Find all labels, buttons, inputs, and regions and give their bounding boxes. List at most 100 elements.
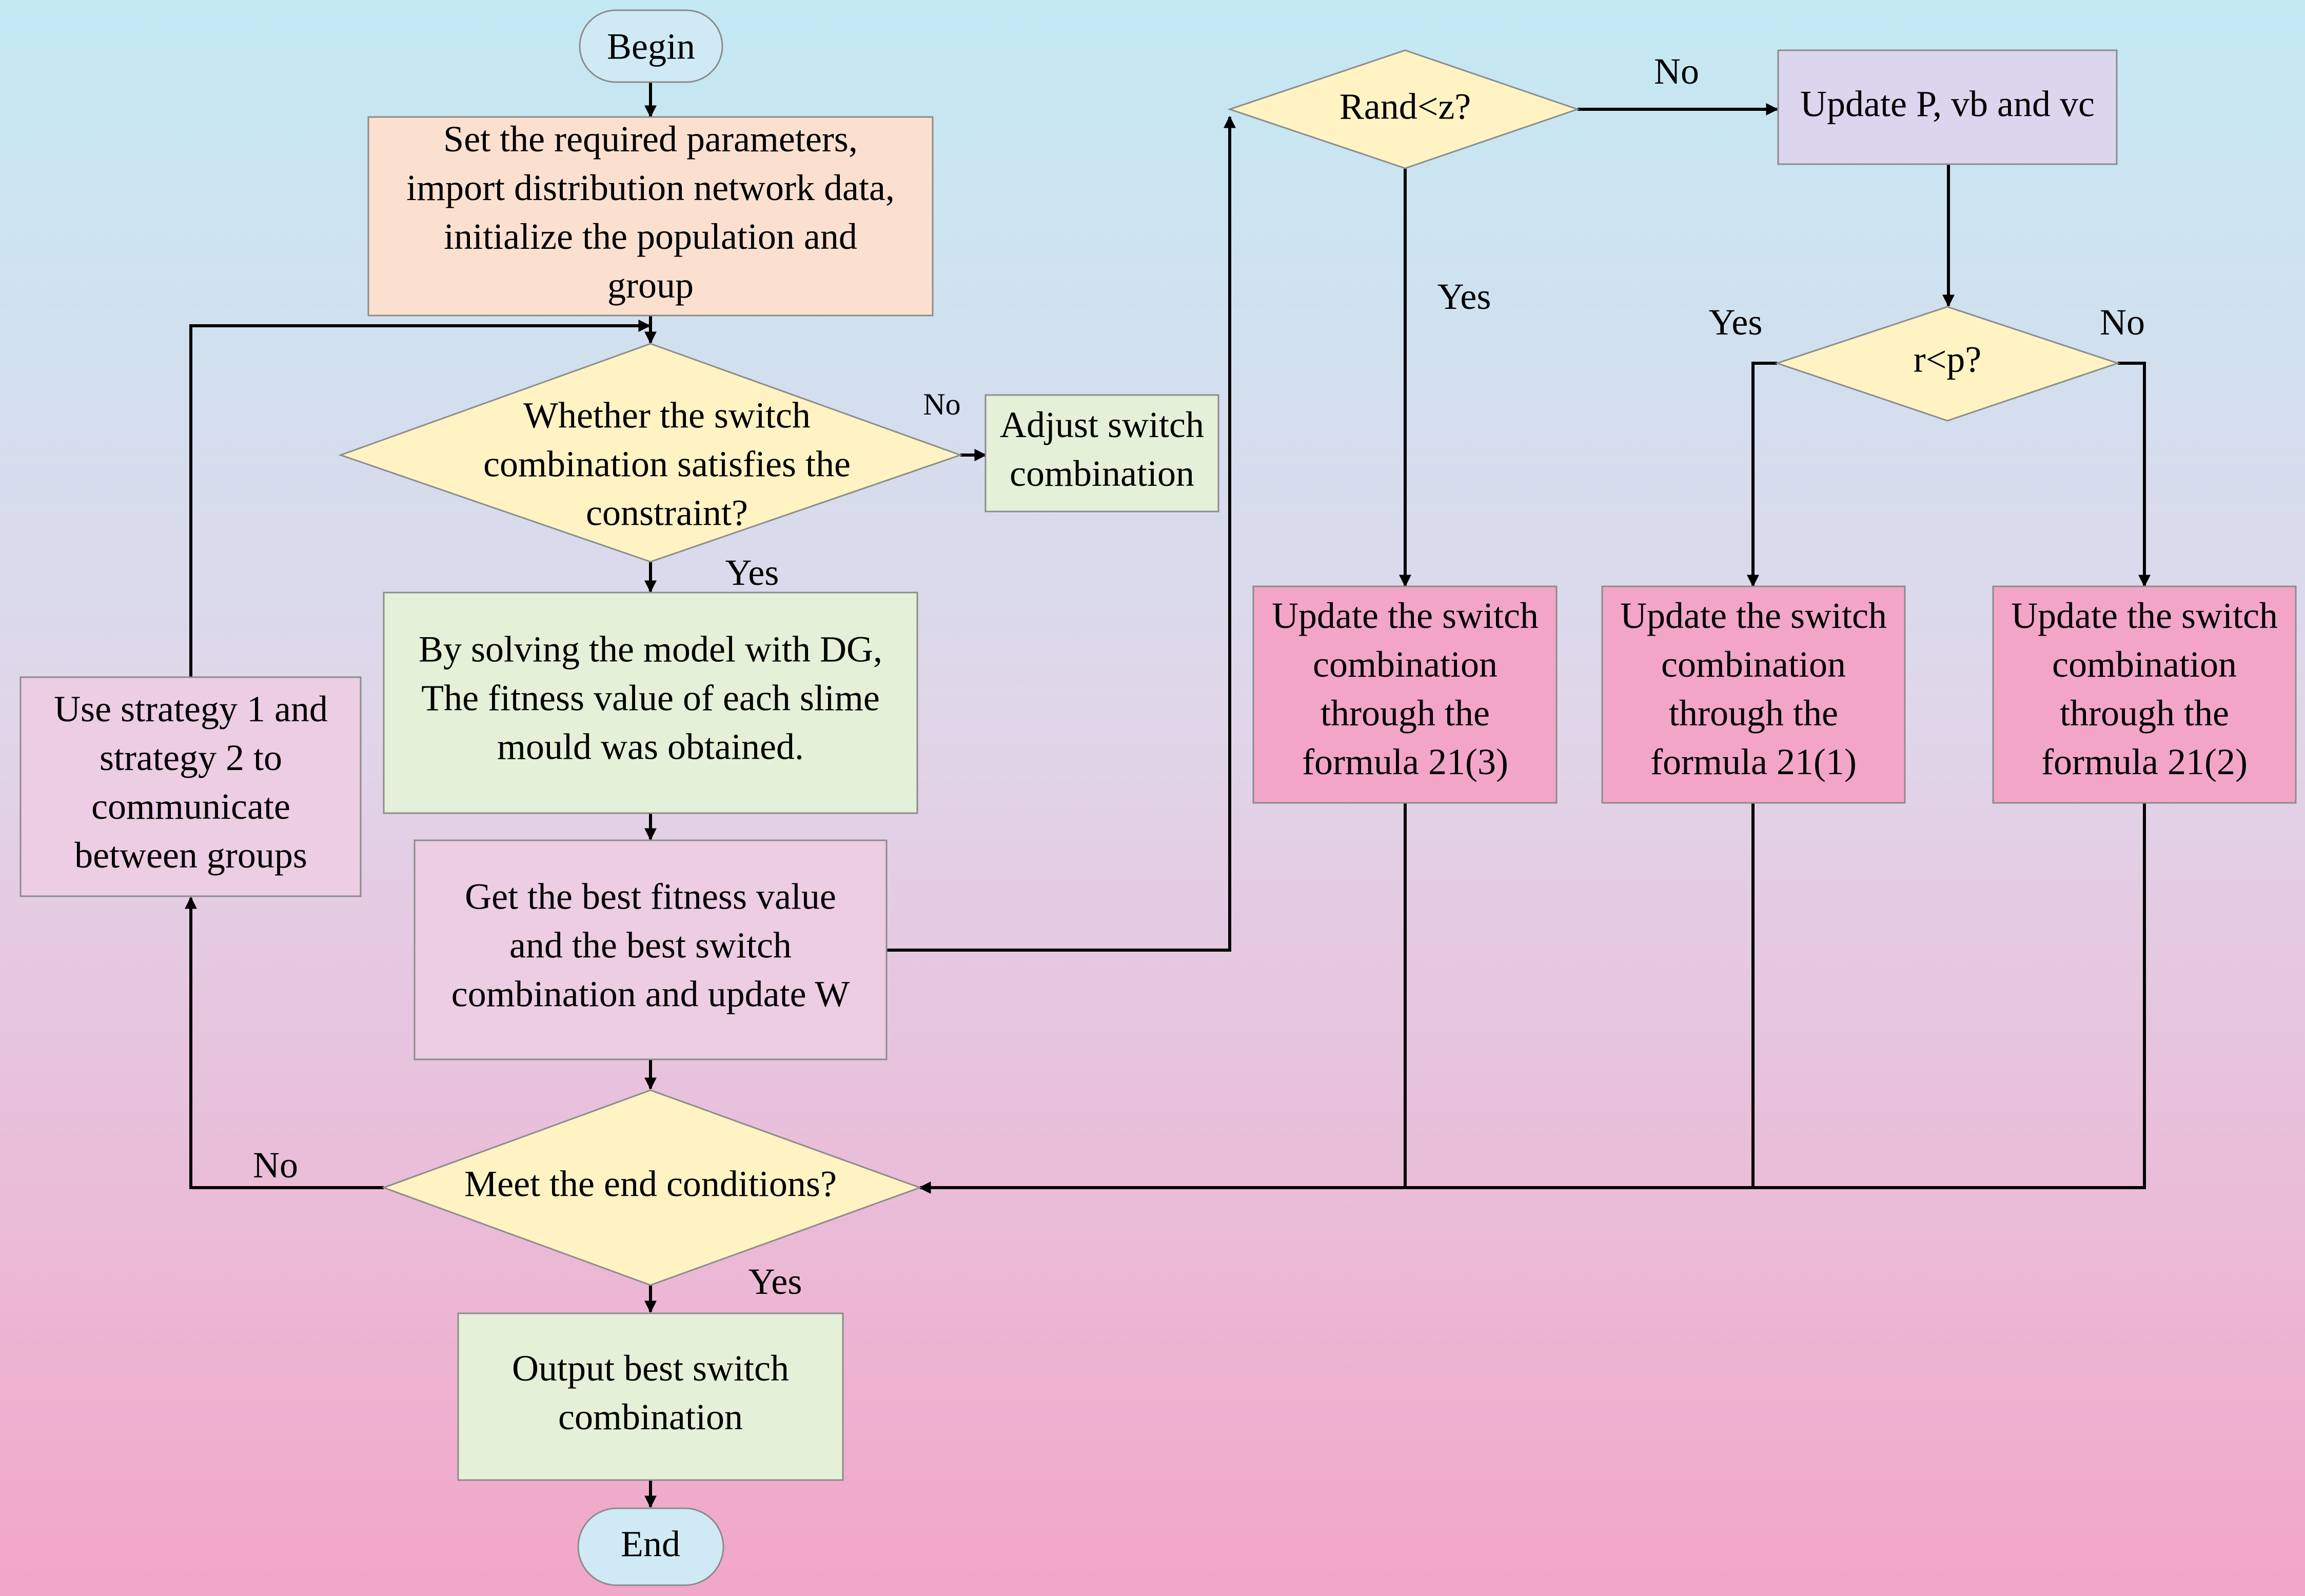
label-line: between groups bbox=[74, 835, 307, 876]
output-label: Output best switch combination bbox=[512, 1348, 789, 1437]
rp-yes-label: Yes bbox=[1709, 302, 1763, 343]
label-line: Update the switch bbox=[1272, 595, 1539, 636]
rand-no-label: No bbox=[1654, 51, 1699, 92]
label-line: combination satisfies the bbox=[483, 444, 851, 485]
end-check-label: Meet the end conditions? bbox=[464, 1164, 837, 1205]
label-line: Update P, vb and vc bbox=[1800, 84, 2095, 125]
label-line: Update the switch bbox=[2011, 595, 2278, 636]
begin-terminal bbox=[579, 9, 723, 83]
label-line: Get the best fitness value bbox=[465, 876, 836, 917]
connectors bbox=[185, 82, 2151, 1508]
label-line: Use strategy 1 and bbox=[54, 688, 328, 730]
solve-box bbox=[383, 592, 918, 814]
node-formula3: Update the switch combination through the f… bbox=[1252, 585, 1558, 804]
label-line: through the bbox=[1669, 693, 1838, 734]
update-p-label: Update P, vb and vc bbox=[1800, 84, 2095, 125]
label-line: combination bbox=[1010, 453, 1194, 494]
rand-decision bbox=[1227, 49, 1580, 169]
edge-labels: No Yes No Yes No Yes Yes No bbox=[253, 51, 2145, 1302]
rp-label: r<p? bbox=[1914, 339, 1982, 380]
arrow-rp-yes-to-formula1 bbox=[1747, 362, 1777, 587]
end-check-decision bbox=[381, 1089, 922, 1286]
node-strategy: Use strategy 1 and strategy 2 to communica… bbox=[19, 676, 362, 897]
label-line: Update the switch bbox=[1620, 595, 1887, 636]
best-box bbox=[413, 839, 888, 1060]
label-line: combination bbox=[2052, 644, 2237, 685]
strategy-box bbox=[19, 676, 362, 897]
arrow-rp-no-to-formula2 bbox=[2118, 362, 2151, 587]
rp-decision bbox=[1775, 306, 2120, 422]
solve-label: By solving the model with DG, The fitness… bbox=[419, 629, 882, 767]
label-line: and the best switch bbox=[509, 925, 792, 966]
rand-label: Rand<z? bbox=[1339, 86, 1471, 127]
label-line: communicate bbox=[91, 786, 290, 827]
node-formula1: Update the switch combination through the f… bbox=[1601, 585, 1906, 804]
setup-label: Set the required parameters, import distr… bbox=[406, 119, 895, 306]
formula1-label: Update the switch combination through the f… bbox=[1620, 595, 1887, 782]
end-yes-label: Yes bbox=[748, 1261, 802, 1302]
label-line: Set the required parameters, bbox=[443, 119, 858, 160]
arrow-formulas-to-end-check bbox=[918, 803, 2146, 1194]
label-line: import distribution network data, bbox=[406, 167, 895, 208]
node-best: Get the best fitness value and the best s… bbox=[413, 839, 888, 1060]
label-line: constraint? bbox=[586, 492, 748, 534]
arrow-best-to-rand bbox=[886, 115, 1236, 952]
label-line: formula 21(3) bbox=[1302, 741, 1508, 782]
setup-box bbox=[367, 116, 934, 317]
label-line: Begin bbox=[607, 26, 695, 67]
end-no-label: No bbox=[253, 1145, 298, 1186]
label-line: Rand<z? bbox=[1339, 86, 1471, 127]
best-label: Get the best fitness value and the best s… bbox=[451, 876, 850, 1015]
constraint-yes-label: Yes bbox=[725, 552, 779, 593]
end-label: End bbox=[621, 1524, 680, 1565]
label-line: formula 21(2) bbox=[2041, 741, 2248, 782]
node-formula2: Update the switch combination through the f… bbox=[1992, 585, 2297, 804]
label-line: End bbox=[621, 1524, 680, 1565]
node-solve: By solving the model with DG, The fitness… bbox=[383, 592, 918, 814]
label-line: r<p? bbox=[1914, 339, 1982, 380]
node-constraint: Whether the switch combination satisfies … bbox=[338, 343, 963, 563]
node-rand: Rand<z? bbox=[1227, 49, 1580, 169]
strategy-label: Use strategy 1 and strategy 2 to communica… bbox=[54, 688, 328, 876]
label-line: through the bbox=[1321, 693, 1490, 734]
begin-label: Begin bbox=[607, 26, 695, 67]
constraint-decision bbox=[338, 343, 963, 563]
node-setup: Set the required parameters, import distr… bbox=[367, 116, 934, 317]
label-line: Adjust switch bbox=[1000, 404, 1204, 445]
label-line: initialize the population and bbox=[444, 216, 857, 257]
output-box bbox=[457, 1312, 844, 1481]
node-end-check: Meet the end conditions? bbox=[381, 1089, 922, 1286]
label-line: mould was obtained. bbox=[497, 726, 804, 767]
label-line: through the bbox=[2060, 693, 2229, 734]
label-line: strategy 2 to bbox=[100, 737, 282, 778]
node-end: End bbox=[577, 1507, 724, 1586]
node-output: Output best switch combination bbox=[457, 1312, 844, 1481]
constraint-label: Whether the switch combination satisfies … bbox=[483, 395, 851, 534]
constraint-no-label: No bbox=[923, 387, 960, 421]
adjust-box bbox=[984, 394, 1219, 513]
arrow-strategy-to-constraint bbox=[189, 320, 651, 677]
arrow-end-check-no-to-strategy bbox=[185, 896, 384, 1189]
formula3-label: Update the switch combination through the f… bbox=[1272, 595, 1539, 782]
label-line: combination bbox=[1313, 644, 1498, 685]
formula3-box bbox=[1252, 585, 1558, 804]
formula2-box bbox=[1992, 585, 2297, 804]
update-p-box bbox=[1777, 49, 2118, 165]
label-line: Output best switch bbox=[512, 1348, 789, 1389]
label-line: Meet the end conditions? bbox=[464, 1164, 837, 1205]
label-line: formula 21(1) bbox=[1650, 741, 1857, 782]
label-line: By solving the model with DG, bbox=[419, 629, 882, 670]
label-line: combination bbox=[1661, 644, 1846, 685]
label-line: combination bbox=[558, 1396, 743, 1437]
label-line: The fitness value of each slime bbox=[421, 678, 880, 719]
label-line: Whether the switch bbox=[523, 395, 811, 436]
node-adjust: Adjust switch combination bbox=[984, 394, 1219, 513]
label-line: group bbox=[607, 265, 694, 306]
rp-no-label: No bbox=[2100, 302, 2145, 343]
end-terminal bbox=[577, 1507, 724, 1586]
label-line: combination and update W bbox=[451, 974, 850, 1015]
node-rp: r<p? bbox=[1775, 306, 2120, 422]
rand-yes-label: Yes bbox=[1437, 276, 1491, 317]
adjust-label: Adjust switch combination bbox=[1000, 404, 1204, 494]
